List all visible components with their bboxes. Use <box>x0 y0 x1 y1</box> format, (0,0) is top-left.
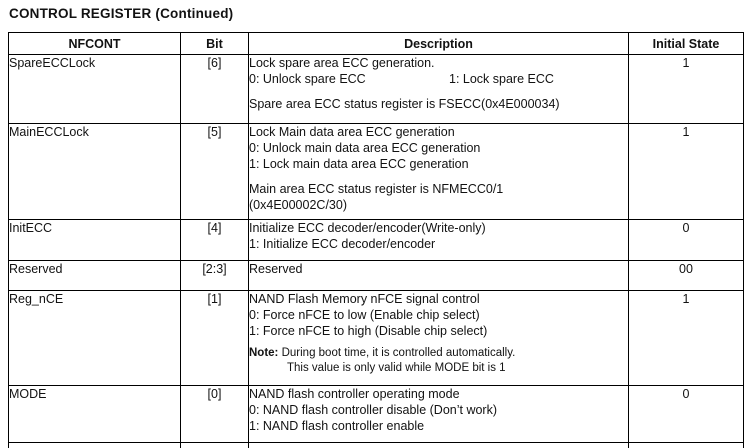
description-line: 0: Unlock main data area ECC generation <box>249 141 481 155</box>
description-line: 1: Force nFCE to high (Disable chip sele… <box>249 324 488 338</box>
field-name-cell: MainECCLock <box>8 123 181 220</box>
field-name-cell: InitECC <box>8 219 181 261</box>
description-option-0: 0: Unlock spare ECC <box>249 72 366 86</box>
bit-cell: [4] <box>180 219 249 261</box>
field-name-cell: Reserved <box>8 260 181 291</box>
description-cell: Lock Main data area ECC generation 0: Un… <box>248 123 629 220</box>
table-row-mode: MODE [0] NAND flash controller operating… <box>8 385 744 443</box>
note-label: Note: <box>249 347 279 359</box>
control-register-table: NFCONT Bit Description Initial State Spa… <box>8 32 744 448</box>
initial-state-cell: 00 <box>628 260 744 291</box>
bit-cell: [2:3] <box>180 260 249 291</box>
table-row-reserved: Reserved [2:3] Reserved 00 <box>8 260 744 291</box>
description-cell: Initialize ECC decoder/encoder(Write-onl… <box>248 219 629 261</box>
table-row-spareecclock: SpareECCLock [6] Lock spare area ECC gen… <box>8 54 744 124</box>
bit-cell: [5] <box>180 123 249 220</box>
description-line: NAND flash controller operating mode <box>249 387 460 401</box>
clipped-row-cell <box>628 442 744 448</box>
description-line: 0: Unlock spare ECC 1: Lock spare ECC <box>249 71 628 87</box>
description-cell: Reserved <box>248 260 629 291</box>
description-line: 0: NAND flash controller disable (Don’t … <box>249 403 498 417</box>
header-row: NFCONT Bit Description Initial State <box>8 32 744 55</box>
initial-state-cell: 0 <box>628 219 744 261</box>
bit-cell: [1] <box>180 290 249 386</box>
clipped-row-cell <box>248 442 629 448</box>
table-row-initecc: InitECC [4] Initialize ECC decoder/encod… <box>8 219 744 261</box>
description-line: Reserved <box>249 262 303 276</box>
col-header-bit: Bit <box>180 32 249 55</box>
description-line: Initialize ECC decoder/encoder(Write-onl… <box>249 221 486 235</box>
description-line: NAND Flash Memory nFCE signal control <box>249 292 480 306</box>
description-line: Spare area ECC status register is FSECC(… <box>249 97 560 111</box>
clipped-next-row <box>8 442 744 448</box>
bit-cell: [6] <box>180 54 249 124</box>
description-line: 1: Initialize ECC decoder/encoder <box>249 237 436 251</box>
section-title: CONTROL REGISTER (Continued) <box>9 6 234 21</box>
initial-state-cell: 1 <box>628 290 744 386</box>
description-cell: Lock spare area ECC generation. 0: Unloc… <box>248 54 629 124</box>
col-header-description: Description <box>248 32 629 55</box>
field-name-cell: Reg_nCE <box>8 290 181 386</box>
description-cell: NAND Flash Memory nFCE signal control 0:… <box>248 290 629 386</box>
initial-state-cell: 1 <box>628 123 744 220</box>
field-name-cell: SpareECCLock <box>8 54 181 124</box>
col-header-nfcont: NFCONT <box>8 32 181 55</box>
description-line: Lock spare area ECC generation. <box>249 56 435 70</box>
bit-cell: [0] <box>180 385 249 443</box>
description-line: Lock Main data area ECC generation <box>249 125 455 139</box>
description-line: 0: Force nFCE to low (Enable chip select… <box>249 308 480 322</box>
note-line: During boot time, it is controlled autom… <box>281 347 516 359</box>
description-line: (0x4E00002C/30) <box>249 198 347 212</box>
note-block: Note: During boot time, it is controlled… <box>249 346 628 376</box>
col-header-initial-state: Initial State <box>628 32 744 55</box>
initial-state-cell: 0 <box>628 385 744 443</box>
description-line: Main area ECC status register is NFMECC0… <box>249 182 504 196</box>
note-line: This value is only valid while MODE bit … <box>287 362 506 374</box>
description-option-1: 1: Lock spare ECC <box>449 72 554 86</box>
description-line: 1: NAND flash controller enable <box>249 419 425 433</box>
table-row-reg-nce: Reg_nCE [1] NAND Flash Memory nFCE signa… <box>8 290 744 386</box>
clipped-row-cell <box>8 442 181 448</box>
description-cell: NAND flash controller operating mode 0: … <box>248 385 629 443</box>
clipped-row-cell <box>180 442 249 448</box>
description-line: 1: Lock main data area ECC generation <box>249 157 469 171</box>
table-row-mainecclock: MainECCLock [5] Lock Main data area ECC … <box>8 123 744 220</box>
initial-state-cell: 1 <box>628 54 744 124</box>
field-name-cell: MODE <box>8 385 181 443</box>
